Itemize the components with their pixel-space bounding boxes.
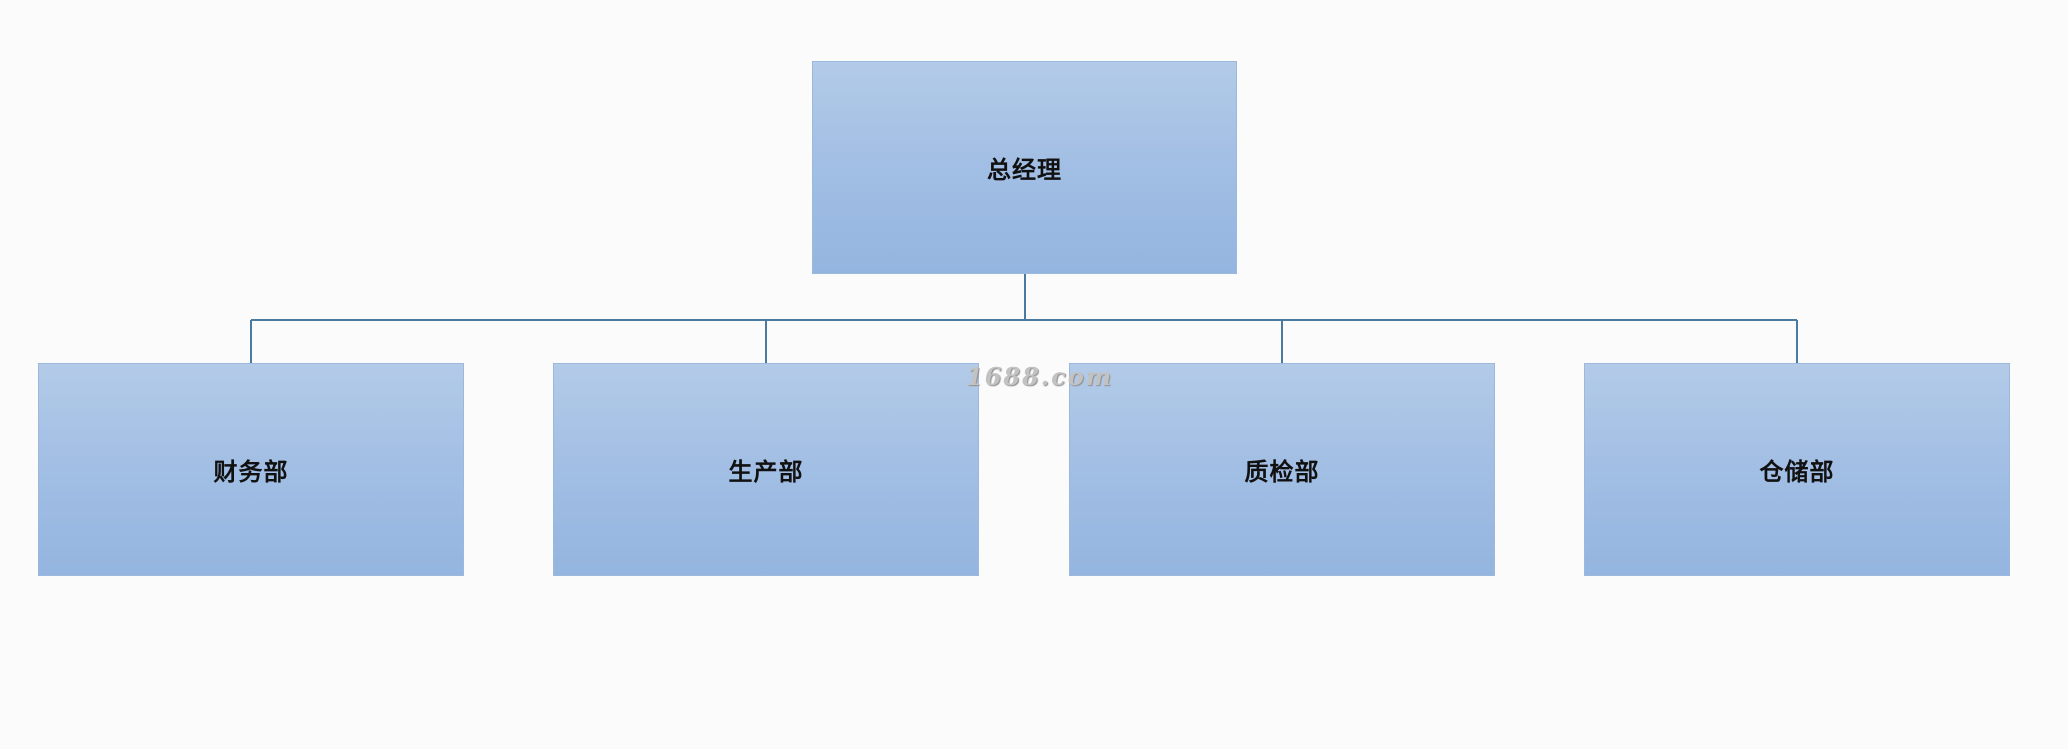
node-label-quality-dept: 质检部 [1244, 457, 1320, 486]
node-label-finance-dept: 财务部 [213, 457, 289, 486]
node-warehouse-dept[interactable]: 仓储部 [1584, 363, 2010, 576]
node-general-manager[interactable]: 总经理 [812, 61, 1237, 274]
node-production-dept[interactable]: 生产部 [553, 363, 979, 576]
node-label-general-manager: 总经理 [987, 155, 1062, 184]
node-finance-dept[interactable]: 财务部 [38, 363, 464, 576]
node-label-production-dept: 生产部 [728, 457, 804, 486]
watermark-text: 1688.com [966, 362, 1114, 391]
node-quality-dept[interactable]: 质检部 [1069, 363, 1495, 576]
node-label-warehouse-dept: 仓储部 [1759, 457, 1835, 486]
